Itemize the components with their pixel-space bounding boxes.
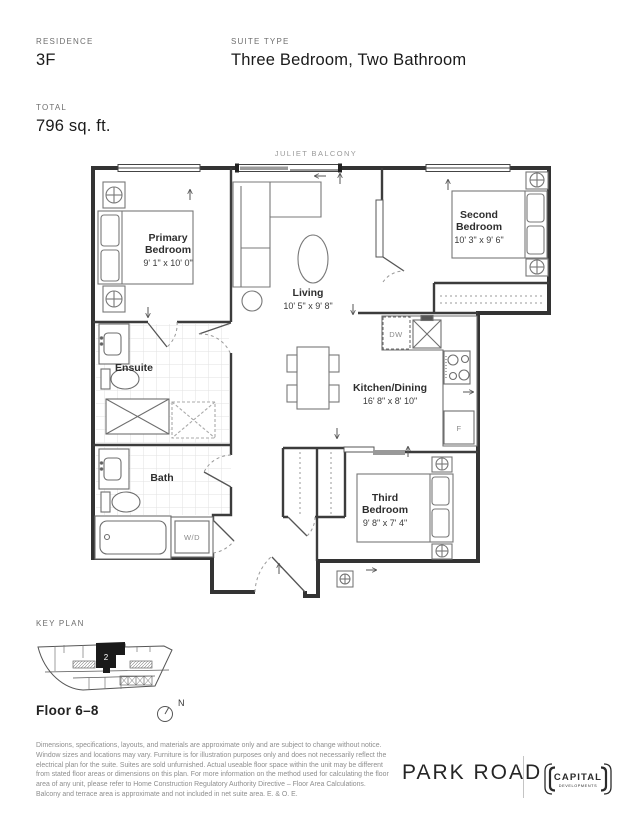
wardrobe-panel [375, 199, 384, 258]
dining-table [286, 346, 340, 410]
floor-range-label: Floor 6–8 [36, 703, 99, 718]
compass [157, 706, 173, 722]
entry-light [336, 570, 354, 588]
washer-dryer-label: W/D [184, 533, 200, 542]
washer-dryer [170, 516, 214, 558]
total-label: TOTAL [36, 103, 68, 112]
doors [147, 256, 405, 593]
svg-text:10' 5" x 9' 8": 10' 5" x 9' 8" [283, 301, 332, 311]
living-label: Living [293, 287, 324, 299]
primary-bed [97, 181, 194, 313]
third-bedroom-label: Third [372, 492, 398, 504]
keyplan-stairs [72, 660, 153, 669]
svg-text:Bedroom: Bedroom [456, 221, 502, 233]
bath-fixtures [94, 448, 214, 560]
linen-closet [171, 401, 216, 439]
ensuite-toilet [100, 368, 140, 390]
shower [105, 398, 170, 435]
keyplan-unit-highlight: 2 [96, 642, 125, 673]
side-table [241, 290, 263, 312]
second-bed [451, 171, 549, 277]
ensuite-label: Ensuite [115, 362, 153, 374]
second-bedroom-label: Second [460, 209, 498, 221]
svg-text:9' 8" x 7' 4": 9' 8" x 7' 4" [363, 518, 407, 528]
primary-bedroom-label: Primary [148, 232, 187, 244]
keyplan-elevators [119, 675, 153, 686]
capital-developments-logo: CAPITAL DEVELOPMENTS [544, 763, 612, 795]
floorplan-svg: Primary Bedroom 9' 1" x 10' 0" Second Be… [91, 163, 551, 598]
suite-type-label: SUITE TYPE [231, 37, 290, 46]
juliet-balcony-label: JULIET BALCONY [274, 149, 358, 158]
svg-text:Bedroom: Bedroom [362, 504, 408, 516]
kitchen-dining-label: Kitchen/Dining [353, 382, 427, 394]
kitchen-sink [412, 314, 442, 349]
room-labels: Primary Bedroom 9' 1" x 10' 0" Second Be… [115, 209, 504, 542]
bathtub [94, 515, 172, 560]
park-road-logo: PARK ROAD [402, 761, 543, 784]
closets [299, 295, 545, 514]
keyplan-svg: 2 N [37, 642, 185, 722]
footer-divider [523, 756, 524, 798]
dishwasher [382, 316, 411, 350]
fridge-label: F [456, 424, 461, 433]
keyplan-unit-number: 2 [104, 653, 109, 662]
third-bed [356, 456, 454, 560]
capital-wordmark: CAPITAL [554, 772, 602, 783]
svg-text:10' 3" x 9' 6": 10' 3" x 9' 6" [454, 235, 503, 245]
dishwasher-label: DW [389, 330, 403, 339]
residence-label: RESIDENCE [36, 37, 94, 46]
living-sofa [232, 181, 329, 312]
keyplan-label: KEY PLAN [36, 619, 85, 628]
stove [443, 350, 471, 385]
plan-arrows [148, 174, 473, 574]
svg-text:Bedroom: Bedroom [145, 244, 191, 256]
residence-value: 3F [36, 51, 56, 69]
coffee-table [297, 234, 329, 284]
bath-toilet [100, 491, 141, 513]
disclaimer-text: Dimensions, specifications, layouts, and… [36, 742, 389, 798]
bath-label: Bath [150, 472, 173, 484]
fridge [443, 410, 475, 445]
kitchen [381, 314, 478, 447]
svg-text:16' 8" x 8' 10": 16' 8" x 8' 10" [363, 396, 417, 406]
juliet-balcony-door [235, 163, 342, 173]
sliding-door [343, 446, 405, 455]
total-value: 796 sq. ft. [36, 117, 111, 135]
developments-wordmark: DEVELOPMENTS [559, 784, 597, 788]
windows [117, 163, 511, 173]
north-label: N [178, 698, 185, 708]
ensuite-fixtures [98, 323, 216, 439]
svg-text:9' 1" x 10' 0": 9' 1" x 10' 0" [143, 258, 192, 268]
suite-type-value: Three Bedroom, Two Bathroom [231, 51, 467, 69]
